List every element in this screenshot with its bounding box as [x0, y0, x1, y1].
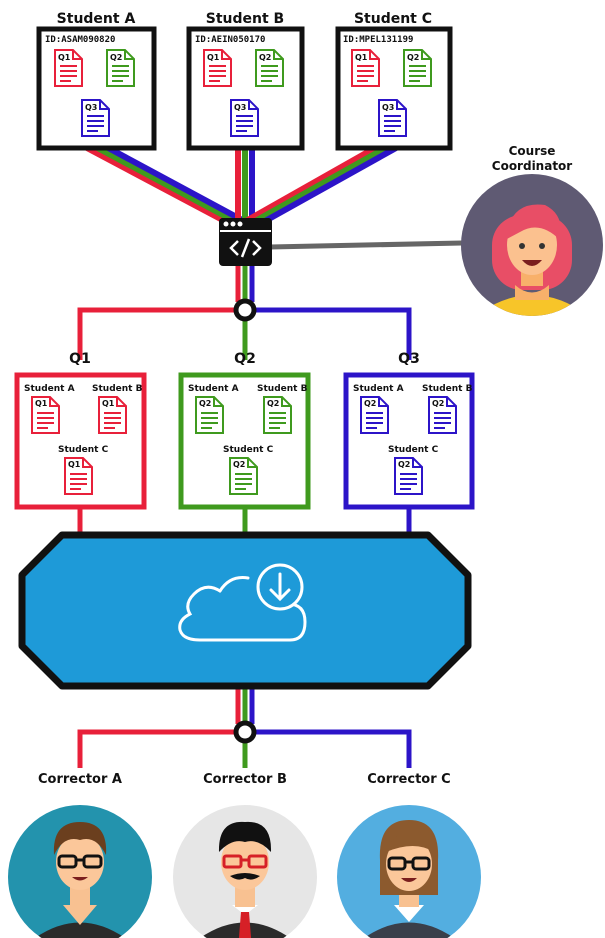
- corrector-branch-lines: [77, 729, 412, 768]
- coordinator-label-line2: Coordinator: [492, 159, 573, 173]
- student-label: Student C: [223, 445, 274, 455]
- doc-label: Q1: [58, 53, 71, 62]
- question-branch-lines: [77, 307, 412, 360]
- coordinator-link: [269, 240, 463, 250]
- student-label: Student C: [388, 445, 439, 455]
- doc-label: Q2: [364, 399, 376, 408]
- doc-label: Q3: [234, 103, 246, 112]
- doc-label: Q2: [267, 399, 279, 408]
- distribution-junction: [233, 298, 257, 322]
- corrector-label: Corrector C: [367, 772, 450, 787]
- question-title: Q2: [234, 351, 256, 367]
- student-name: Student C: [354, 11, 432, 27]
- cloud-storage: [18, 531, 472, 690]
- doc-label: Q1: [207, 53, 220, 62]
- code-window-icon: [219, 218, 272, 266]
- question-box-q1: Q1 Student A Student B Q1 Q1 Student C Q…: [14, 351, 147, 510]
- question-title: Q1: [69, 351, 91, 367]
- student-label: Student B: [257, 384, 308, 394]
- doc-label: Q1: [35, 399, 48, 408]
- doc-label: Q2: [398, 460, 410, 469]
- student-box-a: Student A ID:ASAM090820 Q1 Q2 Q3: [36, 11, 157, 151]
- corrector-label: Corrector B: [203, 772, 287, 787]
- student-box-c: Student C ID:MPEL131199 Q1 Q2 Q3: [335, 11, 453, 151]
- doc-label: Q3: [382, 103, 394, 112]
- student-connector-lines: [85, 141, 398, 228]
- student-label: Student A: [353, 384, 404, 394]
- student-label: Student A: [188, 384, 239, 394]
- student-label: Student C: [58, 445, 109, 455]
- student-label: Student B: [92, 384, 143, 394]
- doc-label: Q2: [432, 399, 444, 408]
- coordinator-avatar: [461, 174, 603, 316]
- cloud-download-icon: [178, 563, 307, 642]
- question-to-cloud-lines: [77, 507, 412, 535]
- student-box-b: Student B ID:AEIN050170 Q1 Q2 Q3: [186, 11, 305, 151]
- student-id: ID:MPEL131199: [343, 35, 413, 45]
- doc-label: Q3: [85, 103, 97, 112]
- student-name: Student A: [57, 11, 136, 27]
- doc-label: Q2: [407, 53, 419, 62]
- doc-label: Q2: [110, 53, 122, 62]
- coordinator-label-line1: Course: [509, 144, 556, 158]
- corrector-a-avatar: [8, 805, 152, 938]
- doc-label: Q1: [102, 399, 115, 408]
- question-box-q2: Q2 Student A Student B Q2 Q2 Student C Q…: [178, 351, 311, 510]
- doc-label: Q1: [355, 53, 368, 62]
- student-id: ID:AEIN050170: [195, 35, 265, 45]
- correction-junction: [233, 720, 257, 744]
- question-title: Q3: [398, 351, 420, 367]
- corrector-b-avatar: [173, 805, 317, 938]
- corrector-c-avatar: [337, 805, 481, 938]
- student-id: ID:ASAM090820: [45, 35, 115, 45]
- doc-label: Q2: [233, 460, 245, 469]
- doc-label: Q1: [68, 460, 81, 469]
- corrector-label: Corrector A: [38, 772, 122, 787]
- student-label: Student A: [24, 384, 75, 394]
- question-box-q3: Q3 Student A Student B Q2 Q2 Student C Q…: [343, 351, 475, 510]
- doc-label: Q2: [259, 53, 271, 62]
- student-name: Student B: [206, 11, 284, 27]
- hub-to-junction-lines: [235, 266, 255, 302]
- cloud-to-junction-lines: [235, 686, 255, 724]
- student-label: Student B: [422, 384, 473, 394]
- doc-label: Q2: [199, 399, 211, 408]
